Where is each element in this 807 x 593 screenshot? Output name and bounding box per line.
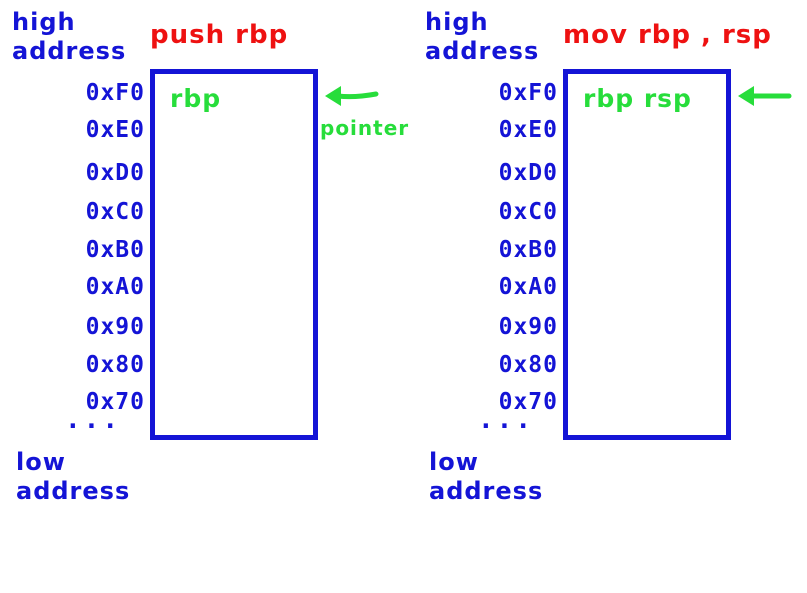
pointer-label: pointer bbox=[320, 116, 410, 140]
address-label: 0x80 bbox=[85, 352, 145, 378]
address-label: 0x70 bbox=[498, 389, 558, 415]
address-label: 0xC0 bbox=[498, 199, 558, 225]
address-label: 0xF0 bbox=[85, 80, 145, 106]
address-label: 0xC0 bbox=[85, 199, 145, 225]
stack-box bbox=[150, 69, 318, 440]
address-label: 0xA0 bbox=[85, 274, 145, 300]
address-label: 0x90 bbox=[85, 314, 145, 340]
stack-top-value: rbp bbox=[170, 84, 222, 113]
stack-box bbox=[563, 69, 731, 440]
address-ellipsis: ... bbox=[65, 405, 121, 435]
address-label: 0xF0 bbox=[498, 80, 558, 106]
address-label: 0xD0 bbox=[85, 160, 145, 186]
address-label: 0x80 bbox=[498, 352, 558, 378]
address-label: 0xA0 bbox=[498, 274, 558, 300]
pointer-arrow-icon bbox=[738, 86, 792, 106]
address-label: 0xE0 bbox=[85, 117, 145, 143]
low-address-label: low address bbox=[16, 448, 131, 505]
address-label: 0xB0 bbox=[85, 237, 145, 263]
address-label: 0xD0 bbox=[498, 160, 558, 186]
address-ellipsis: ... bbox=[478, 405, 534, 435]
stack-top-value: rbp rsp bbox=[583, 84, 692, 113]
address-label: 0x70 bbox=[85, 389, 145, 415]
low-address-label: low address bbox=[429, 448, 544, 505]
high-address-label: high address bbox=[425, 8, 540, 65]
stack-diagram-push-rbp: high address push rbp rbp 0xF0 0xE0 0xD0… bbox=[12, 8, 410, 505]
address-label: 0xB0 bbox=[498, 237, 558, 263]
pointer-arrow-icon bbox=[325, 86, 379, 106]
address-label: 0x90 bbox=[498, 314, 558, 340]
stack-diagram-mov-rbp-rsp: high address mov rbp , rsp rbp rsp 0xF0 … bbox=[413, 0, 807, 593]
high-address-label: high address bbox=[12, 8, 127, 65]
address-label: 0xE0 bbox=[498, 117, 558, 143]
instruction-title: push rbp bbox=[150, 20, 289, 50]
instruction-title: mov rbp , rsp bbox=[563, 20, 772, 50]
